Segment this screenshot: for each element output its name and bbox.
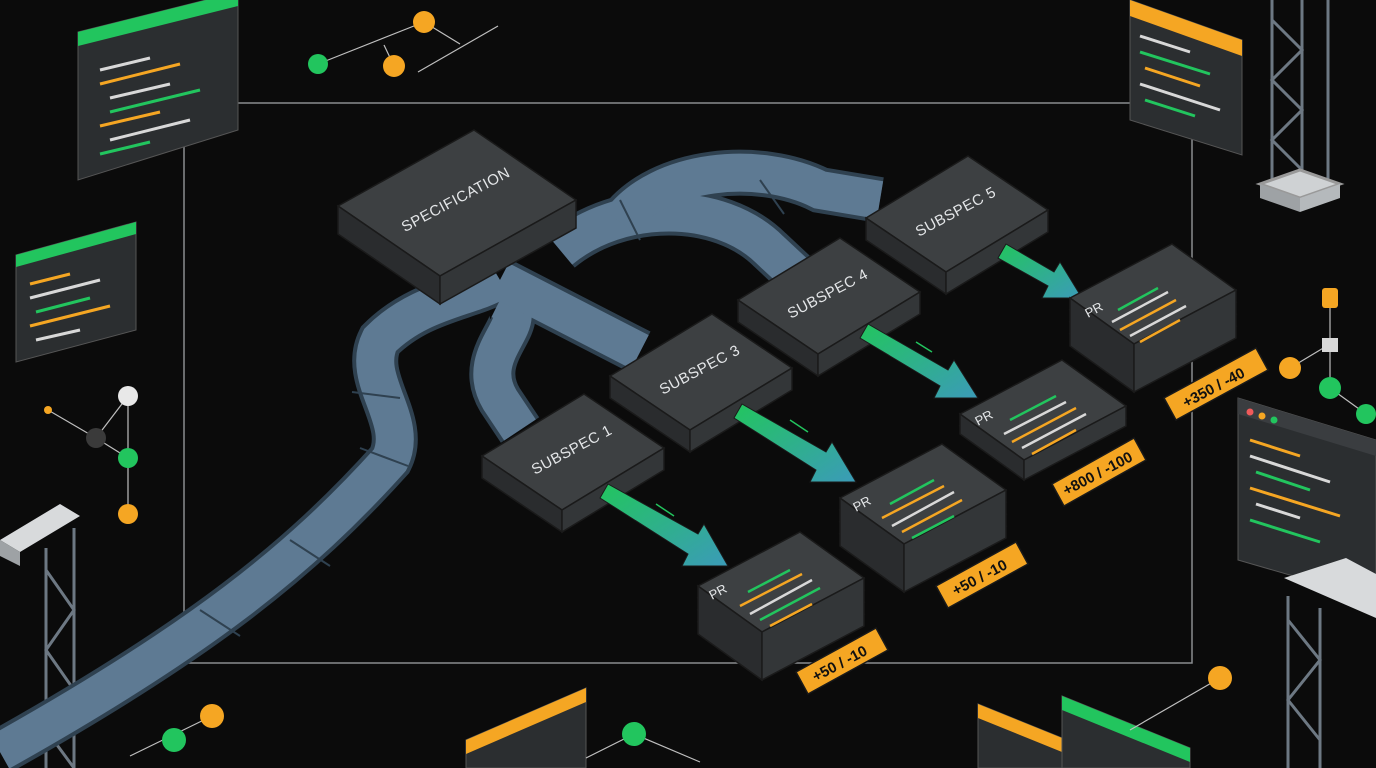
code-window-bottom-center <box>465 687 587 768</box>
pr-4-label: PR <box>972 407 995 429</box>
node-network-bottom <box>129 666 1232 763</box>
specification-block: SPECIFICATION <box>336 129 578 306</box>
node-network-right <box>1279 288 1376 424</box>
arrow-subspec-4-to-pr <box>859 323 979 399</box>
node-network-top <box>308 11 499 77</box>
pr-3-label: PR <box>850 493 873 515</box>
arrow-subspec-1-to-pr <box>599 483 729 567</box>
pr-stack-1: PR +50 / -10 <box>696 531 890 696</box>
pr-5-label: PR <box>1082 299 1105 321</box>
code-window-left <box>15 221 137 363</box>
pr-stack-4: PR +800 / -100 <box>958 359 1148 508</box>
pr-1-label: PR <box>706 581 729 603</box>
truss-top-right <box>1255 0 1345 212</box>
code-window-bottom-right-a <box>977 703 1063 768</box>
truss-bottom-right <box>1284 558 1376 768</box>
code-window-top-right <box>1129 0 1243 156</box>
code-window-top-left <box>77 0 239 181</box>
code-window-bottom-right-b <box>1061 695 1191 768</box>
subspec-block-1: SUBSPEC 1 <box>480 393 666 534</box>
node-network-left <box>44 386 138 524</box>
code-window-right <box>1237 397 1376 601</box>
pipe-network <box>0 149 884 768</box>
pr-stack-3: PR +50 / -10 <box>838 443 1030 610</box>
arrow-subspec-3-to-pr <box>733 403 857 483</box>
arrow-subspec-5-to-pr <box>997 243 1083 299</box>
subspec-block-5: SUBSPEC 5 <box>864 155 1050 296</box>
